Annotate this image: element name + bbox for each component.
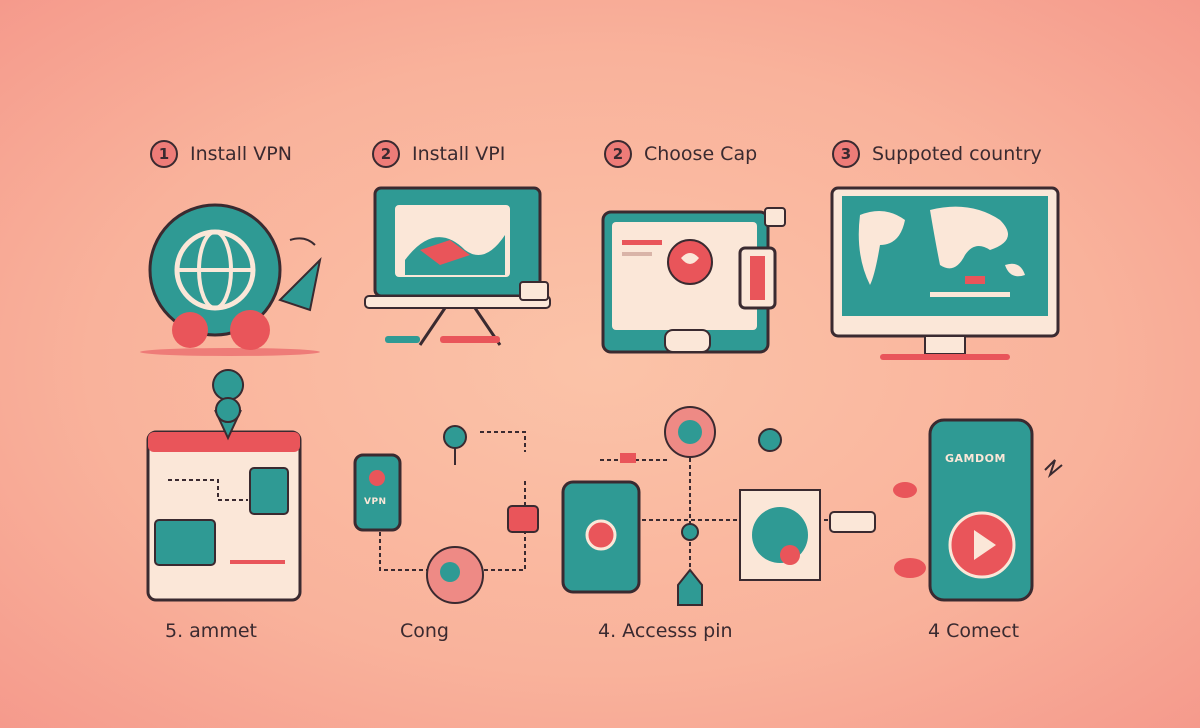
connection-flow-icon xyxy=(353,425,539,604)
step-label-bottom-4: 4 Comect xyxy=(928,620,1020,642)
step-2: 2 Install VPI xyxy=(372,140,505,168)
step-4: 3 Suppoted country xyxy=(832,140,1042,168)
step-label-bottom-2: Cong xyxy=(400,620,449,642)
step-label: Suppoted country xyxy=(872,143,1042,165)
step-number-badge: 3 xyxy=(832,140,860,168)
laptop-icon xyxy=(364,186,551,346)
phone-screen-text: GAMDOM xyxy=(945,452,1006,465)
step-label-bottom-1: 5. ammet xyxy=(165,620,257,642)
monitor-icon xyxy=(830,186,1060,360)
smartphone-play-icon xyxy=(893,418,1063,602)
step-number-badge: 2 xyxy=(604,140,632,168)
step-label-bottom-3: 4. Accesss pin xyxy=(598,620,733,642)
step-1: 1 Install VPN xyxy=(150,140,292,168)
tablet-icon xyxy=(601,207,786,354)
step-label: Choose Cap xyxy=(644,143,758,165)
vpn-badge-text: VPN xyxy=(364,497,387,507)
step-number-badge: 2 xyxy=(372,140,400,168)
step-number-badge: 1 xyxy=(150,140,178,168)
globe-icon xyxy=(140,203,322,356)
step-label: Install VPI xyxy=(412,143,506,165)
step-label: Install VPN xyxy=(190,143,292,165)
phone-route-icon xyxy=(561,406,876,606)
step-3: 2 Choose Cap xyxy=(604,140,757,168)
map-document-icon xyxy=(146,369,302,602)
